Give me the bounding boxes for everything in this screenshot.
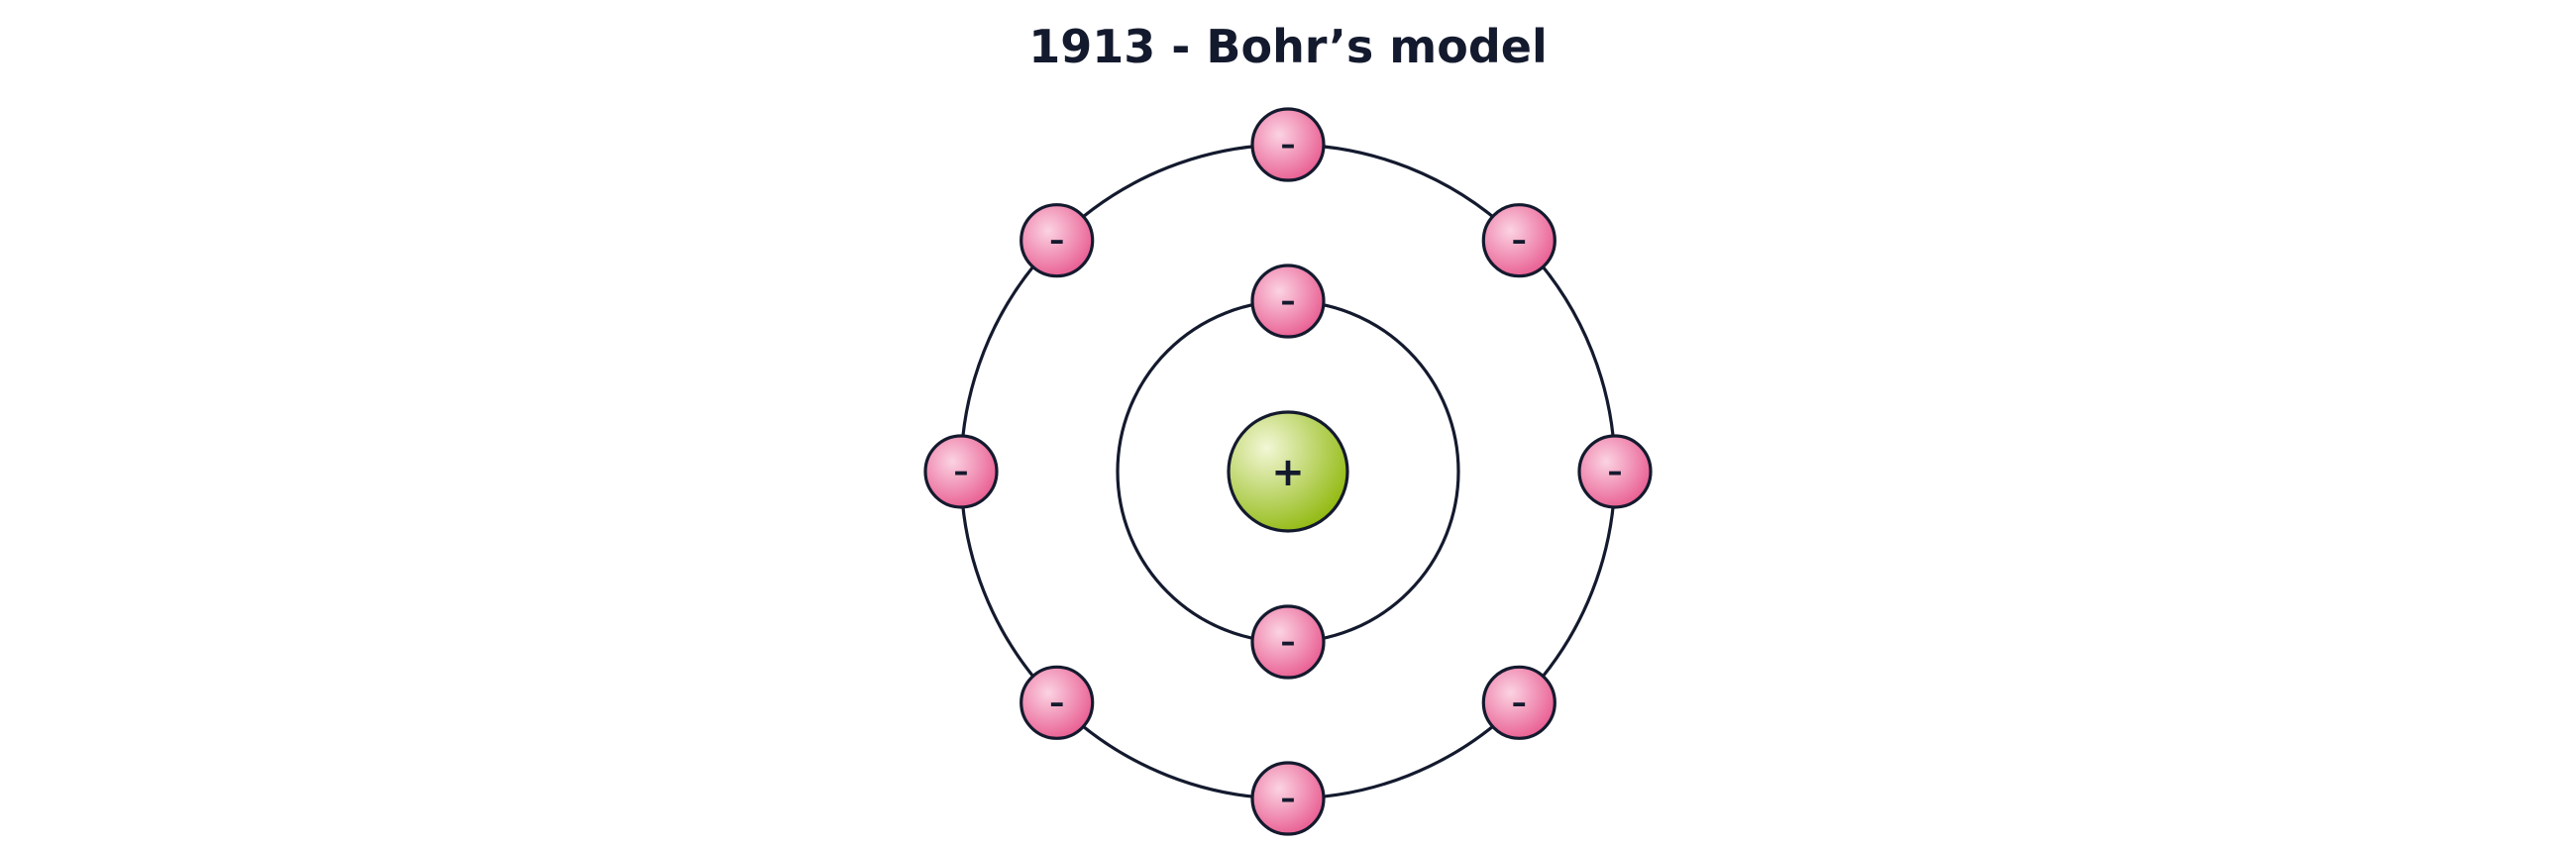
- outer-shell-electron: –: [1481, 203, 1556, 278]
- nucleus-charge-sign: +: [1271, 450, 1305, 495]
- electron-charge-sign: –: [1608, 455, 1623, 489]
- electron-body: [1250, 107, 1326, 182]
- inner-shell-electron: –: [1250, 604, 1326, 680]
- electron-body: [1020, 203, 1095, 278]
- electron-body: [1020, 665, 1095, 740]
- electron-charge-sign: –: [1281, 284, 1296, 319]
- electron-charge-sign: –: [954, 455, 969, 489]
- nucleus: +: [1227, 410, 1349, 533]
- electrons: – – – – – – – – – –: [923, 107, 1653, 836]
- electron-body: [1250, 264, 1326, 339]
- electron-charge-sign: –: [1281, 625, 1296, 660]
- inner-shell-electron: –: [1250, 264, 1326, 339]
- outer-shell-electron: –: [1481, 665, 1556, 740]
- electron-charge-sign: –: [1281, 128, 1296, 162]
- electron-charge-sign: –: [1512, 686, 1527, 720]
- electron-body: [1577, 434, 1653, 509]
- outer-shell-electron: –: [1577, 434, 1653, 509]
- outer-shell-electron: –: [1020, 665, 1095, 740]
- electron-body: [1250, 761, 1326, 836]
- electron-body: [1481, 203, 1556, 278]
- electron-charge-sign: –: [1281, 782, 1296, 816]
- electron-charge-sign: –: [1512, 224, 1527, 259]
- outer-shell-electron: –: [1020, 203, 1095, 278]
- outer-shell-electron: –: [923, 434, 999, 509]
- diagram-title: 1913 - Bohr’s model: [1028, 20, 1547, 73]
- electron-charge-sign: –: [1049, 686, 1064, 720]
- outer-shell-electron: –: [1250, 761, 1326, 836]
- electron-body: [923, 434, 999, 509]
- electron-body: [1481, 665, 1556, 740]
- outer-shell-electron: –: [1250, 107, 1326, 182]
- nucleus-body: [1227, 410, 1349, 533]
- electron-charge-sign: –: [1049, 224, 1064, 259]
- electron-body: [1250, 604, 1326, 680]
